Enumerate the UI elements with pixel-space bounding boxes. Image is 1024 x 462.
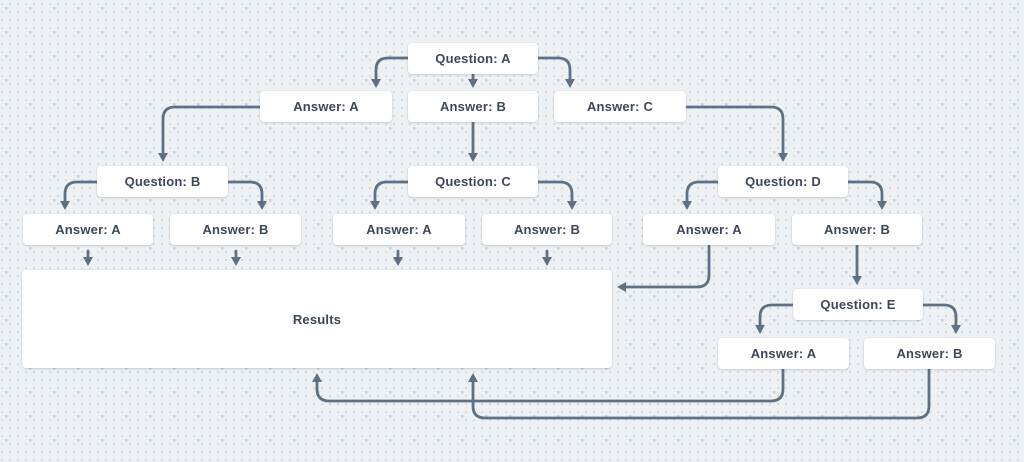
node-answer-c-1[interactable]: Answer: C xyxy=(554,91,686,122)
node-label: Answer: A xyxy=(55,222,121,237)
node-results[interactable]: Results xyxy=(22,270,612,368)
node-answer-b-2b[interactable]: Answer: B xyxy=(170,214,301,245)
node-answer-b-2c[interactable]: Answer: B xyxy=(482,214,612,245)
node-label: Question: B xyxy=(124,174,201,189)
node-label: Question: A xyxy=(435,51,511,66)
node-label: Results xyxy=(292,311,342,327)
node-label: Answer: A xyxy=(366,222,432,237)
node-label: Answer: C xyxy=(586,99,654,114)
node-answer-b-1[interactable]: Answer: B xyxy=(408,91,538,122)
node-label: Answer: A xyxy=(676,222,742,237)
node-answer-a-2d[interactable]: Answer: A xyxy=(643,214,775,245)
node-label: Question: D xyxy=(745,174,821,189)
node-question-b[interactable]: Question: B xyxy=(97,166,228,197)
node-question-a[interactable]: Question: A xyxy=(408,43,538,74)
node-answer-b-3e[interactable]: Answer: B xyxy=(864,338,995,369)
node-answer-a-1[interactable]: Answer: A xyxy=(260,91,392,122)
node-label: Answer: B xyxy=(439,99,507,114)
node-question-e[interactable]: Question: E xyxy=(793,289,923,320)
node-answer-a-3e[interactable]: Answer: A xyxy=(718,338,849,369)
node-label: Answer: A xyxy=(750,346,817,361)
node-label: Answer: B xyxy=(202,222,269,237)
node-question-c[interactable]: Question: C xyxy=(408,166,538,197)
node-label: Question: C xyxy=(435,174,511,189)
node-label: Answer: B xyxy=(513,222,581,237)
node-label: Answer: A xyxy=(293,99,359,114)
node-label: Question: E xyxy=(820,297,896,312)
node-answer-a-2b[interactable]: Answer: A xyxy=(23,214,153,245)
node-answer-b-2d[interactable]: Answer: B xyxy=(792,214,922,245)
node-label: Answer: B xyxy=(896,346,963,361)
node-answer-a-2c[interactable]: Answer: A xyxy=(333,214,465,245)
node-question-d[interactable]: Question: D xyxy=(718,166,848,197)
node-label: Answer: B xyxy=(823,222,891,237)
